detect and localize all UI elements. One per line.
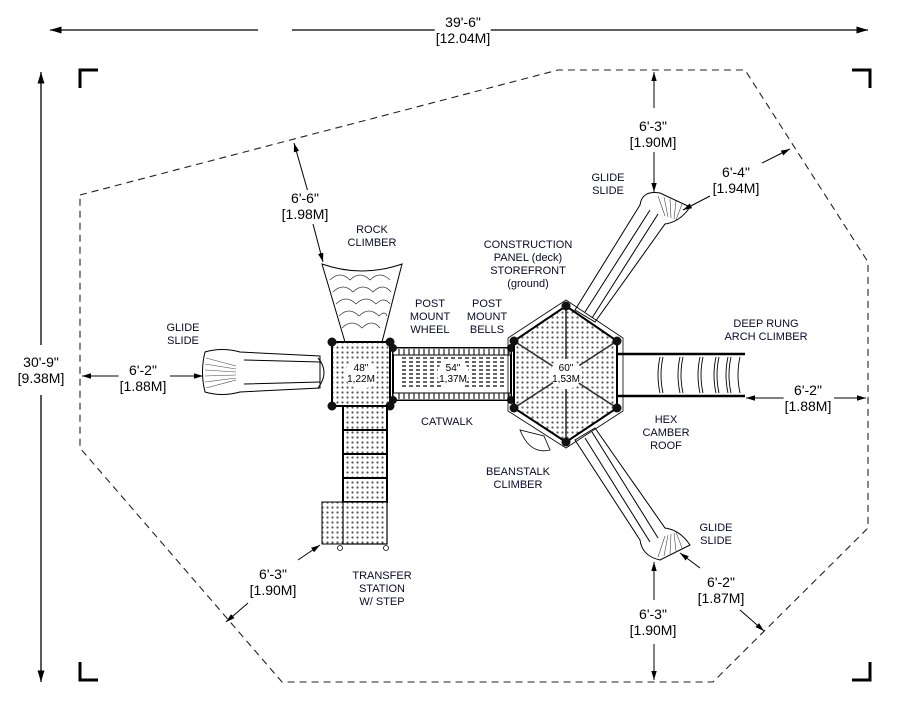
- label-line: GLIDE: [166, 322, 200, 334]
- label-line: TRANSFER: [352, 570, 412, 582]
- post-mount-wheel-label: POST MOUNT WHEEL: [410, 298, 450, 337]
- label-line: STATION: [358, 583, 406, 595]
- deck-metric: 1,53M: [552, 374, 580, 385]
- rock-climber-label: ROCK CLIMBER: [348, 224, 397, 250]
- label-line: CLIMBER: [347, 237, 397, 249]
- dim-metric: [1.88M]: [119, 378, 167, 394]
- label-line: WHEEL: [410, 324, 450, 336]
- deck-54-height-label: 54" 1,37M: [437, 359, 469, 389]
- left-glide-slide-label: GLIDE SLIDE: [166, 322, 199, 348]
- dim-imperial: 6'-2": [794, 382, 822, 398]
- dim-imperial: 6'-2": [707, 574, 735, 590]
- label-line: STOREFRONT: [490, 265, 566, 277]
- deep-rung-arch-climber-label: DEEP RUNG ARCH CLIMBER: [724, 318, 807, 344]
- dim-metric: [1.98M]: [281, 206, 329, 222]
- bottom-glide-slide-vertical-clearance-label: 6'-3" [1.90M]: [628, 606, 678, 638]
- overall-width-metric: [12.04M]: [435, 30, 491, 46]
- dim-metric: [1.90M]: [629, 134, 677, 150]
- label-line: SLIDE: [592, 185, 624, 197]
- label-line: DEEP RUNG: [733, 318, 799, 330]
- label-line: BEANSTALK: [486, 466, 550, 478]
- overall-width-imperial: 39'-6": [445, 14, 481, 30]
- deck-metric: 1,22M: [347, 374, 375, 385]
- left-glide-slide-clearance-label: 6'-2" [1.88M]: [118, 362, 168, 394]
- dim-imperial: 6'-3": [259, 566, 287, 582]
- corner-marks: [78, 68, 872, 682]
- overall-width-label: 39'-6" [12.04M]: [434, 14, 492, 46]
- label-line: (ground): [507, 278, 549, 290]
- top-glide-slide-label: GLIDE SLIDE: [591, 172, 624, 198]
- top-glide-slide-vertical-clearance-label: 6'-3" [1.90M]: [628, 118, 678, 150]
- transfer-station-steps: [321, 405, 389, 551]
- label-line: CONSTRUCTION: [483, 239, 573, 251]
- top-glide-slide-diagonal-clearance-label: 6'-4" [1.94M]: [711, 164, 761, 196]
- label-line: GLIDE: [591, 172, 625, 184]
- label-line: HEX: [654, 414, 678, 426]
- label-line: GLIDE: [699, 522, 733, 534]
- label-line: W/ STEP: [359, 596, 405, 608]
- post-mount-bells-label: POST MOUNT BELLS: [467, 298, 507, 337]
- dim-imperial: 6'-2": [129, 362, 157, 378]
- label-line: CATWALK: [421, 416, 473, 428]
- deck-60-height-label: 60" 1,53M: [550, 359, 582, 389]
- rock-climber: [321, 263, 403, 343]
- catwalk-label: CATWALK: [421, 416, 473, 429]
- dim-imperial: 6'-4": [722, 164, 750, 180]
- dim-imperial: 6'-3": [639, 606, 667, 622]
- deck-imperial: 60": [558, 363, 574, 374]
- deep-rung-arch-climber: [617, 352, 745, 398]
- label-line: POST: [472, 298, 502, 310]
- label-line: ROCK: [356, 224, 388, 236]
- label-line: MOUNT: [466, 311, 508, 323]
- rock-climber-clearance-label: 6'-6" [1.98M]: [280, 190, 330, 222]
- bottom-glide-slide-diagonal-clearance-label: 6'-2" [1.87M]: [696, 574, 746, 606]
- bottom-glide-slide: [574, 427, 691, 561]
- deck-metric: 1,37M: [439, 374, 467, 385]
- use-zone-dimension-lines: [82, 72, 866, 680]
- dim-metric: [1.90M]: [249, 582, 297, 598]
- dim-imperial: 6'-3": [639, 118, 667, 134]
- beanstalk-climber-label: BEANSTALK CLIMBER: [486, 466, 550, 492]
- hex-deck-posts: [509, 301, 622, 447]
- transfer-station-label: TRANSFER STATION W/ STEP: [352, 570, 411, 609]
- use-zone-boundary: [79, 69, 869, 683]
- label-line: BELLS: [469, 324, 505, 336]
- bottom-glide-slide-label: GLIDE SLIDE: [699, 522, 732, 548]
- label-line: POST: [415, 298, 445, 310]
- label-line: MOUNT: [409, 311, 451, 323]
- label-line: SLIDE: [700, 535, 732, 547]
- label-line: PANEL (deck): [493, 252, 563, 264]
- construction-panel-label: CONSTRUCTION PANEL (deck) STOREFRONT (gr…: [484, 239, 573, 291]
- dim-imperial: 6'-6": [291, 190, 319, 206]
- deck-48-height-label: 48" 1,22M: [345, 359, 377, 389]
- overall-depth-imperial: 30'-9": [23, 354, 59, 370]
- overall-depth-metric: [9.38M]: [17, 370, 65, 386]
- arch-climber-clearance-label: 6'-2" [1.88M]: [783, 382, 833, 414]
- label-line: SLIDE: [167, 335, 199, 347]
- dim-metric: [1.87M]: [697, 590, 745, 606]
- dim-metric: [1.90M]: [629, 622, 677, 638]
- transfer-station-clearance-label: 6'-3" [1.90M]: [248, 566, 298, 598]
- left-glide-slide: [202, 349, 325, 395]
- deck-imperial: 48": [353, 363, 369, 374]
- dim-metric: [1.88M]: [784, 398, 832, 414]
- label-line: CAMBER: [642, 427, 690, 439]
- label-line: CLIMBER: [493, 479, 543, 491]
- overall-depth-label: 30'-9" [9.38M]: [16, 354, 66, 386]
- dim-metric: [1.94M]: [712, 180, 760, 196]
- hex-camber-roof-label: HEX CAMBER ROOF: [642, 414, 689, 453]
- label-line: ARCH CLIMBER: [724, 331, 808, 343]
- label-line: ROOF: [650, 440, 682, 452]
- top-glide-slide: [574, 192, 691, 323]
- deck-imperial: 54": [445, 363, 461, 374]
